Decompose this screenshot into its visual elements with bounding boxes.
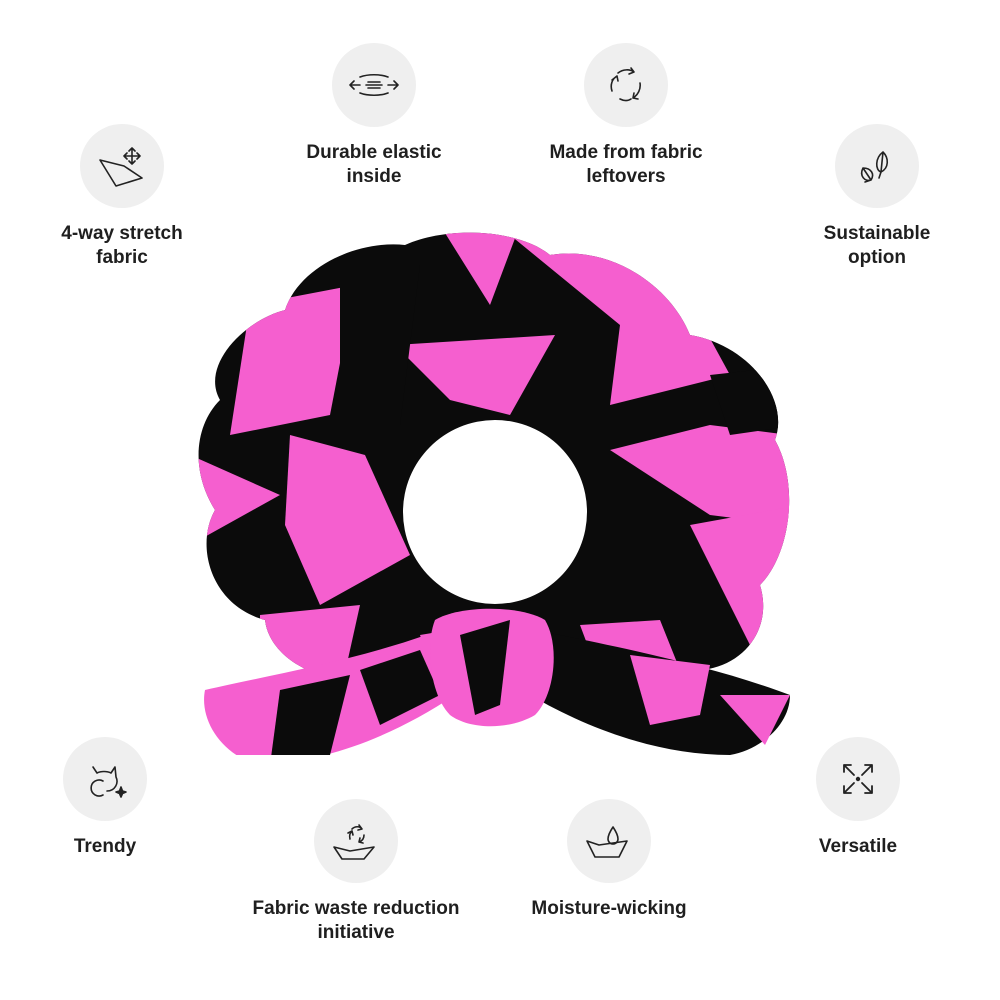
expand-arrows-icon (843, 764, 873, 794)
feature-label: Durable elastic inside (306, 142, 442, 187)
stretch-arrows-icon (99, 147, 143, 187)
recycle-arrows-icon (610, 67, 641, 102)
feature-fabric-leftovers: Made from fabric leftovers (506, 43, 746, 189)
feature-trendy: Trendy (0, 737, 225, 859)
water-drop-fabric-icon (586, 826, 628, 858)
feature-label: Versatile (818, 836, 898, 857)
feature-label: Fabric waste reduction initiative (252, 898, 460, 943)
leaves-icon (860, 151, 889, 183)
feature-label: Sustainable option (823, 223, 931, 268)
feature-sustainable: Sustainable option (757, 124, 997, 270)
feature-durable-elastic: Durable elastic inside (254, 43, 494, 189)
scrunchie-bow (204, 608, 790, 755)
elastic-band-icon (349, 73, 399, 97)
fabric-recycle-icon (333, 824, 375, 860)
feature-label: Made from fabric leftovers (549, 142, 703, 187)
feature-versatile: Versatile (738, 737, 978, 859)
feature-4-way-stretch: 4-way stretch fabric (2, 124, 242, 270)
feature-fabric-waste-reduction: Fabric waste reduction initiative (236, 799, 476, 945)
feature-moisture-wicking: Moisture-wicking (489, 799, 729, 921)
cat-sparkle-icon (90, 766, 127, 798)
feature-label: 4-way stretch fabric (61, 223, 183, 268)
feature-label: Moisture-wicking (531, 898, 687, 919)
feature-label: Trendy (73, 836, 137, 857)
scrunchie-image (198, 232, 790, 755)
